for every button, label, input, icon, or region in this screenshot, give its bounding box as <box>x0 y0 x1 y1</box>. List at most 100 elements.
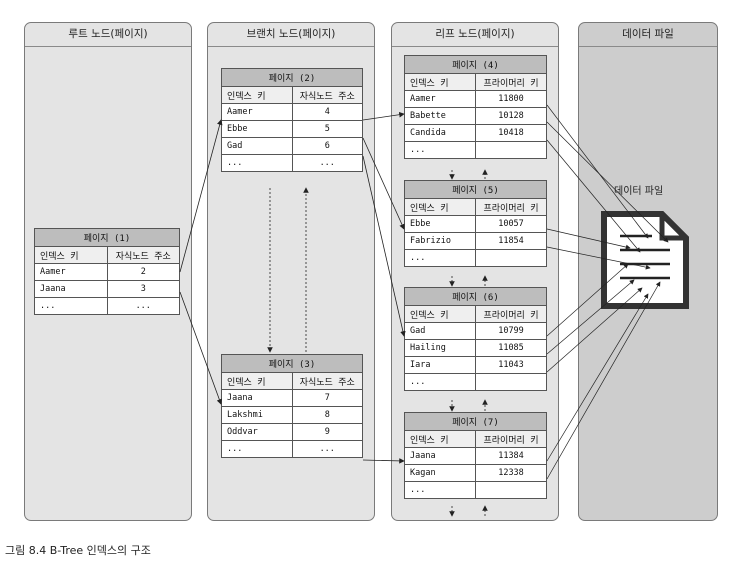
data-file-header: 데이터 파일 <box>579 23 717 47</box>
column-header: 인덱스 키 <box>221 86 293 104</box>
data-file-label: 데이터 파일 <box>614 186 664 197</box>
column-header: 자식노드 주소 <box>106 246 180 264</box>
value-cell: 7 <box>291 389 363 407</box>
page-title: 페이지 (7) <box>404 412 547 431</box>
index-key-cell: Babette <box>404 107 476 125</box>
value-cell: 10057 <box>475 215 547 233</box>
value-cell <box>475 373 547 391</box>
table-row: ... <box>404 373 547 391</box>
table-row: ...... <box>221 154 363 172</box>
page-title: 페이지 (2) <box>221 68 363 87</box>
index-key-cell: Jaana <box>34 280 108 298</box>
value-cell: 6 <box>291 137 363 155</box>
value-cell: 12338 <box>475 464 547 482</box>
value-cell: 10418 <box>475 124 547 142</box>
index-key-cell: Aamer <box>34 263 108 281</box>
document-icon <box>601 211 689 309</box>
index-key-cell: Aamer <box>404 90 476 108</box>
table-row: ...... <box>221 440 363 458</box>
index-key-cell: ... <box>404 373 476 391</box>
index-key-cell: ... <box>404 481 476 499</box>
index-key-cell: ... <box>404 141 476 159</box>
page-title: 페이지 (6) <box>404 287 547 306</box>
value-cell <box>475 481 547 499</box>
index-key-cell: ... <box>221 440 293 458</box>
branch-node-header: 브랜치 노드(페이지) <box>208 23 374 47</box>
value-cell: 2 <box>106 263 180 281</box>
page-title: 페이지 (1) <box>34 228 180 247</box>
value-cell: 3 <box>106 280 180 298</box>
column-header: 프라이머리 키 <box>475 198 547 216</box>
column-header: 인덱스 키 <box>404 430 476 448</box>
figure-caption: 그림 8.4 B-Tree 인덱스의 구조 <box>5 544 151 557</box>
table-row: ... <box>404 481 547 499</box>
value-cell <box>475 249 547 267</box>
column-header: 자식노드 주소 <box>291 86 363 104</box>
index-key-cell: Gad <box>221 137 293 155</box>
value-cell: 11800 <box>475 90 547 108</box>
value-cell <box>475 141 547 159</box>
value-cell: ... <box>291 440 363 458</box>
value-cell: 5 <box>291 120 363 138</box>
column-header: 인덱스 키 <box>404 305 476 323</box>
index-key-cell: Candida <box>404 124 476 142</box>
index-key-cell: Jaana <box>221 389 293 407</box>
value-cell: 11085 <box>475 339 547 357</box>
column-header: 인덱스 키 <box>221 372 293 390</box>
value-cell: 10799 <box>475 322 547 340</box>
column-header: 인덱스 키 <box>404 73 476 91</box>
index-key-cell: Kagan <box>404 464 476 482</box>
value-cell: 4 <box>291 103 363 121</box>
index-key-cell: Ebbe <box>221 120 293 138</box>
index-key-cell: Iara <box>404 356 476 374</box>
index-key-cell: ... <box>221 154 293 172</box>
column-header: 인덱스 키 <box>404 198 476 216</box>
index-key-cell: Lakshmi <box>221 406 293 424</box>
index-key-cell: Gad <box>404 322 476 340</box>
index-key-cell: ... <box>404 249 476 267</box>
value-cell: 8 <box>291 406 363 424</box>
leaf-node-header: 리프 노드(페이지) <box>392 23 558 47</box>
index-key-cell: Fabrizio <box>404 232 476 250</box>
index-key-cell: Ebbe <box>404 215 476 233</box>
value-cell: 11384 <box>475 447 547 465</box>
page-title: 페이지 (5) <box>404 180 547 199</box>
column-header: 프라이머리 키 <box>475 73 547 91</box>
column-header: 프라이머리 키 <box>475 305 547 323</box>
index-key-cell: Oddvar <box>221 423 293 441</box>
column-header: 프라이머리 키 <box>475 430 547 448</box>
column-header: 자식노드 주소 <box>291 372 363 390</box>
table-row: ... <box>404 249 547 267</box>
value-cell: 10128 <box>475 107 547 125</box>
column-header: 인덱스 키 <box>34 246 108 264</box>
index-key-cell: Aamer <box>221 103 293 121</box>
index-key-cell: ... <box>34 297 108 315</box>
index-key-cell: Hailing <box>404 339 476 357</box>
table-row: ... <box>404 141 547 159</box>
value-cell: ... <box>106 297 180 315</box>
root-node-header: 루트 노드(페이지) <box>25 23 191 47</box>
value-cell: ... <box>291 154 363 172</box>
